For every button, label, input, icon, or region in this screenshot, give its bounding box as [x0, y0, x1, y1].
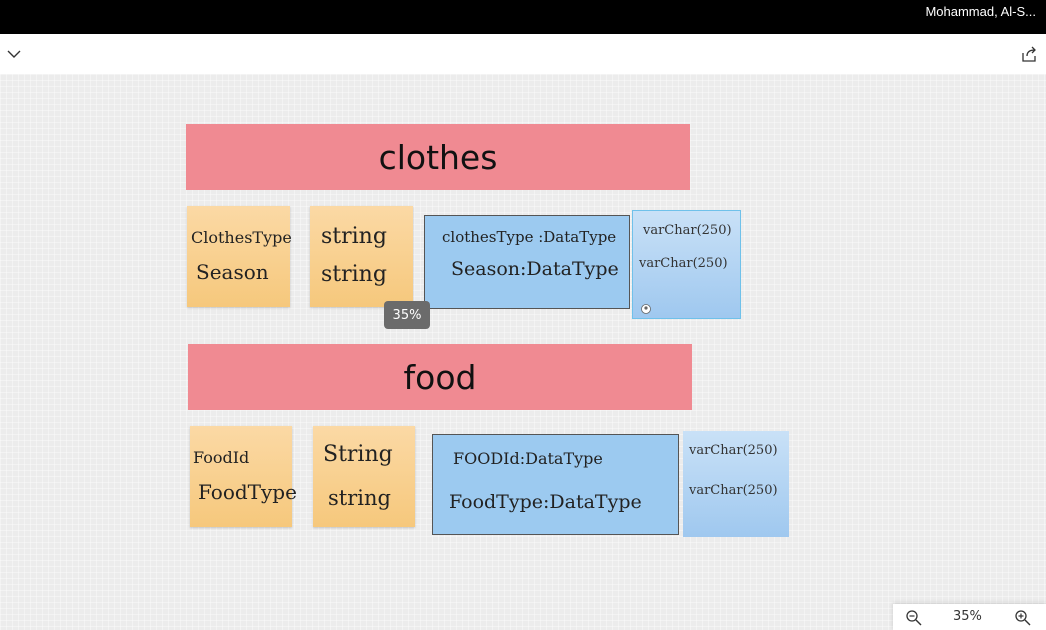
zoom-in-icon[interactable]: [1014, 609, 1032, 627]
clothes-db-note[interactable]: varChar(250) varChar(250): [632, 210, 741, 319]
title-bar: Mohammad, Al-S...: [0, 0, 1046, 34]
food-fields-note[interactable]: FoodId FoodType: [190, 426, 297, 527]
note-line: ClothesType: [191, 228, 292, 247]
food-db-note[interactable]: varChar(250) varChar(250): [683, 431, 789, 537]
zoom-level: 35%: [953, 609, 982, 624]
food-types-note[interactable]: String string: [313, 426, 415, 527]
note-line: FoodId: [193, 448, 250, 467]
note-line: String: [323, 442, 393, 467]
clothes-fields-note[interactable]: ClothesType Season: [187, 206, 292, 307]
clothes-model-box[interactable]: clothesType :DataType Season:DataType: [424, 215, 630, 309]
note-line: FoodType: [198, 480, 297, 504]
food-title: food: [403, 357, 477, 397]
toolbar: [0, 34, 1046, 74]
note-line: varChar(250): [689, 443, 778, 458]
box-line: FoodType:DataType: [449, 491, 642, 513]
note-line: string: [321, 224, 387, 249]
note-line: varChar(250): [643, 223, 732, 238]
box-line: FOODId:DataType: [453, 449, 603, 468]
note-line: string: [328, 486, 391, 510]
share-icon[interactable]: [1020, 45, 1038, 63]
note-line: Season: [196, 260, 269, 284]
chevron-down-icon[interactable]: [6, 46, 22, 62]
clothes-title-banner[interactable]: clothes: [186, 124, 690, 190]
user-name[interactable]: Mohammad, Al-S...: [925, 4, 1036, 19]
zoom-tooltip: 35%: [384, 301, 430, 329]
zoom-control: 35%: [893, 604, 1046, 630]
note-author-icon: [641, 304, 651, 314]
clothes-types-note[interactable]: string string: [310, 206, 413, 307]
food-title-banner[interactable]: food: [188, 344, 692, 410]
note-line: varChar(250): [689, 483, 778, 498]
zoom-out-icon[interactable]: [905, 609, 923, 627]
note-line: string: [321, 262, 387, 287]
box-line: Season:DataType: [451, 258, 619, 280]
clothes-title: clothes: [378, 137, 498, 177]
box-line: clothesType :DataType: [442, 228, 617, 246]
note-line: varChar(250): [639, 256, 728, 271]
food-model-box[interactable]: FOODId:DataType FoodType:DataType: [432, 434, 679, 535]
